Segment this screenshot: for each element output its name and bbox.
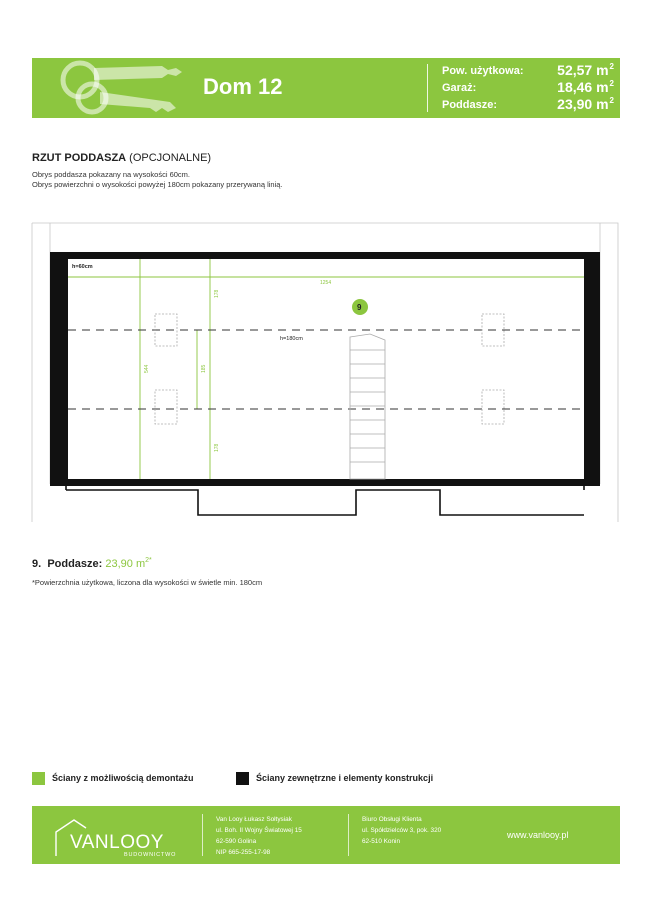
attic-floor-plan: h=60cm h=180cm 1254 178 185 544 178 9 <box>30 222 620 522</box>
logo-wordmark: VANLOOY <box>70 832 164 853</box>
footer-company-address: Van Looy Łukasz Sołtysiak ul. Boh. II Wo… <box>216 816 302 856</box>
footer-office-address: Biuro Obsługi Klienta ul. Spółdzielców 3… <box>362 816 442 845</box>
room-footnote: *Powierzchnia użytkowa, liczona dla wyso… <box>32 578 263 587</box>
label-h180: h=180cm <box>280 336 303 342</box>
stat-usable-area: Pow. użytkowa: 52,57 m2 <box>442 62 614 78</box>
room-marker-number: 9 <box>357 303 362 312</box>
dim-top-label: 178 <box>214 289 220 298</box>
footer-divider-1 <box>202 814 203 856</box>
dim-left-label: 544 <box>144 364 150 373</box>
outline-180cm <box>68 329 584 410</box>
dim-mid-label: 185 <box>201 364 207 373</box>
footer-banner: VANLOOY BUDOWNICTWO Van Looy Łukasz Sołt… <box>32 806 620 864</box>
house-title: Dom 12 <box>203 74 283 99</box>
room-summary: 9. Poddasze: 23,90 m2* <box>32 557 152 570</box>
website-link[interactable]: www.vanlooy.pl <box>507 830 569 840</box>
area-stats: Pow. użytkowa: 52,57 m2 Garaż: 18,46 m2 … <box>442 62 614 113</box>
section-title: RZUT PODDASZA (OPCJONALNE) <box>32 152 212 164</box>
structural-wall <box>50 252 600 516</box>
label-h60: h=60cm <box>72 264 93 270</box>
legend-black-swatch <box>236 772 249 785</box>
section-notes: Obrys poddasza pokazany na wysokości 60c… <box>32 170 283 189</box>
roof-windows <box>154 313 505 425</box>
header-banner: Dom 12 Pow. użytkowa: 52,57 m2 Garaż: 18… <box>32 58 620 118</box>
dimension-lines <box>68 259 584 479</box>
stat-garage-area: Garaż: 18,46 m2 <box>442 79 614 95</box>
logo-subtitle: BUDOWNICTWO <box>124 852 176 858</box>
stat-attic-area: Poddasze: 23,90 m2 <box>442 96 614 112</box>
vanlooy-logo: VANLOOY BUDOWNICTWO <box>52 814 192 858</box>
legend-green-swatch <box>32 772 45 785</box>
room-marker <box>352 299 368 315</box>
dim-width-label: 1254 <box>320 280 331 286</box>
staircase <box>349 333 386 480</box>
keys-icon <box>50 58 210 118</box>
dim-bottom-label: 178 <box>214 443 220 452</box>
footer-divider-2 <box>348 814 349 856</box>
header-divider <box>427 64 428 112</box>
